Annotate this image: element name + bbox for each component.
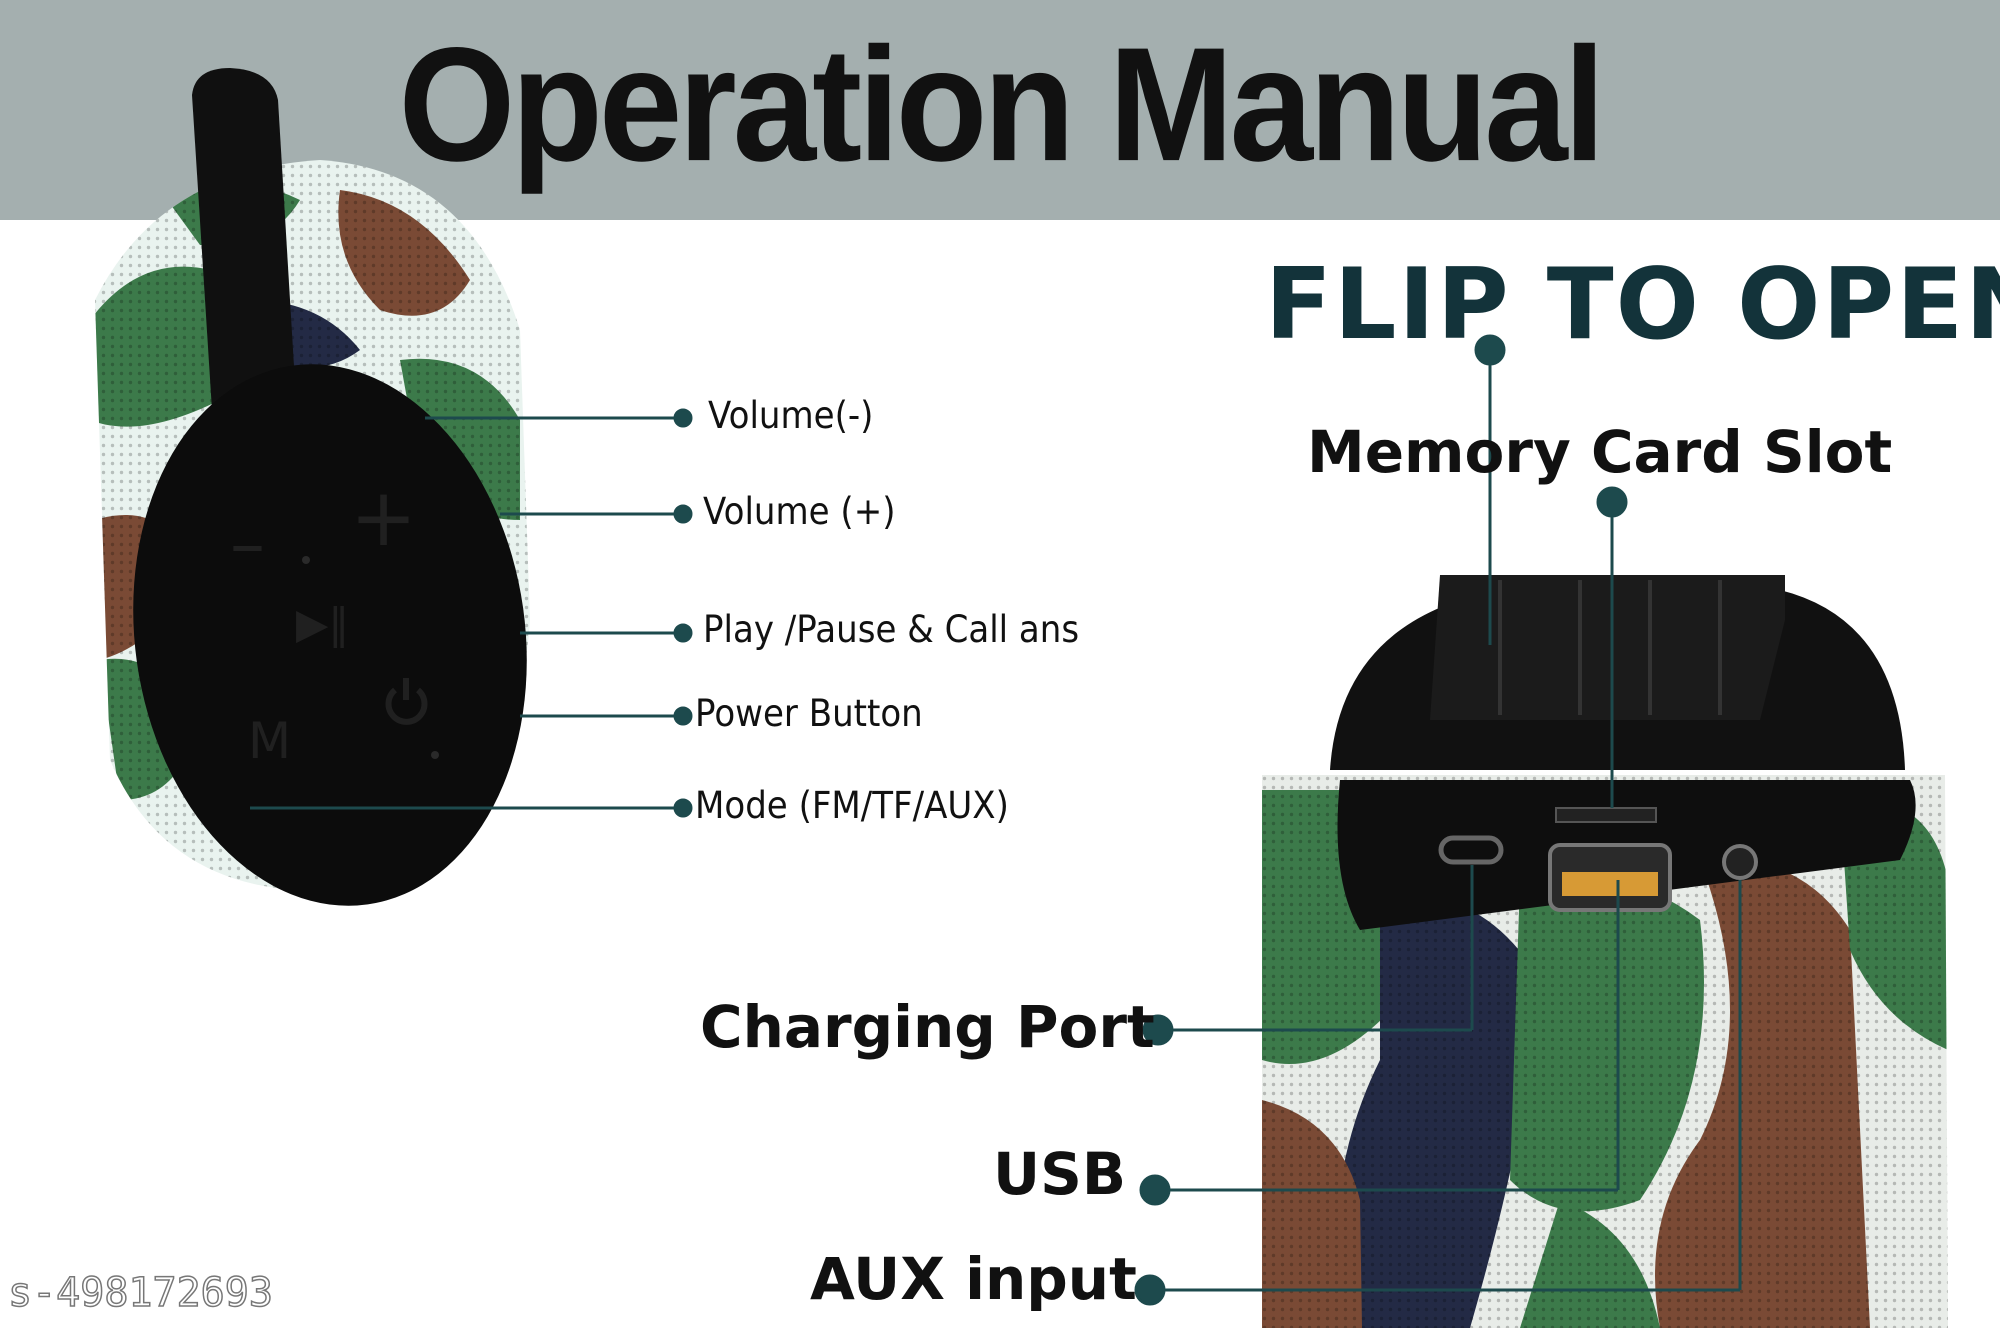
label-charging-port: Charging Port [700,993,1155,1061]
label-volume-minus: Volume(-) [708,394,874,437]
label-mode: Mode (FM/TF/AUX) [695,784,1009,827]
label-play-pause: Play /Pause & Call ans [703,608,1080,651]
charging-port-icon [1438,835,1504,865]
label-memory-card-slot: Memory Card Slot [1307,418,1893,486]
play-pause-icon: ▶‖ [296,599,349,648]
power-icon [385,678,428,725]
flip-to-open-title: FLIP TO OPEN [1265,248,2000,362]
label-power-button: Power Button [695,692,923,735]
right-speaker [1262,575,1948,1328]
label-volume-plus: Volume (+) [703,490,896,533]
watermark: s-498172693 [7,1269,273,1317]
minus-glyph: – [230,503,265,585]
mode-glyph: M [248,712,291,770]
left-speaker: – + ▶‖ M [95,68,530,906]
aux-jack-icon [1722,844,1758,880]
label-usb: USB [993,1140,1127,1208]
label-aux-input: AUX input [810,1245,1137,1313]
memory-card-slot-icon [1555,807,1657,823]
right-leader-lines [1134,334,1742,1306]
left-leader-lines [250,408,693,818]
page-title: Operation Manual [398,13,1606,195]
plus-glyph: + [350,471,417,564]
